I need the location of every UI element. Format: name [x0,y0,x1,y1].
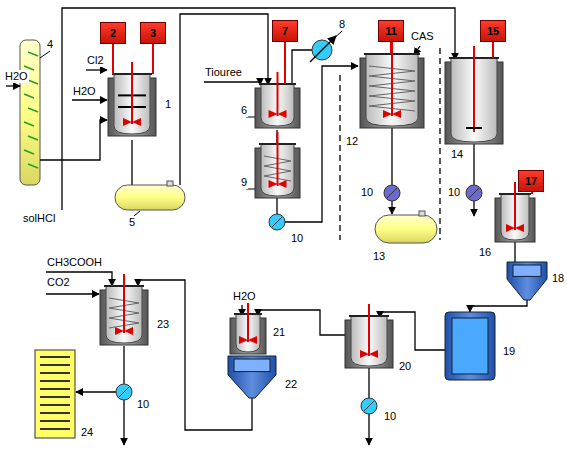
pipe-line [470,300,527,312]
callout-number: 23 [156,318,170,331]
storage-tank [375,211,437,243]
storage-tank [115,181,185,210]
pump-symbol [384,185,400,201]
stream-label: H2O [4,70,29,83]
callout-number: 21 [272,326,286,339]
callout-number: 19 [502,345,516,358]
callout-number: 15 [487,25,499,37]
callout-number: 11 [385,25,397,37]
filter-funnel [507,262,547,300]
receiver-vessel [445,312,495,380]
stream-label: H2O [72,85,97,98]
leader-line [40,51,50,58]
pipe-line [391,201,392,214]
pipe-line [62,8,455,210]
feed-hopper: 2 [100,22,126,44]
absorption-column [20,40,40,185]
stream-label: H2O [232,290,257,303]
reactor-vessel [255,72,300,128]
pipe-line [368,368,369,398]
pipe-line [473,144,474,185]
callout-number: 3 [150,27,156,39]
stream-label: Cl2 [86,54,105,67]
pump-symbol [116,384,132,400]
callout-number: 16 [478,246,492,259]
pipe-line [76,391,116,392]
stream-label: solHCl [22,212,56,225]
pump-symbol [269,214,285,230]
callout-number: 20 [398,360,412,373]
reactor-vessel [255,132,300,198]
callout-number: 5 [128,216,136,229]
pipe-line [6,85,20,86]
callout-number: 18 [551,272,565,285]
callout-number: 6 [240,104,248,117]
reactor-vessel [230,302,266,354]
callout-number: 1 [164,98,172,111]
feed-hopper: 7 [272,20,298,42]
filter-funnel [228,356,276,398]
pipe-line [46,293,99,294]
pipe-line [131,140,132,185]
feed-spout [112,42,114,74]
callout-number: 10 [447,186,461,199]
stream-label: CAS [410,30,435,43]
pipe-line [204,82,260,85]
feed-hopper: 11 [378,20,404,42]
feed-spout [390,40,392,54]
feed-spout [492,40,494,58]
pipe-line [72,99,107,100]
callout-number: 10 [360,186,374,199]
callout-number: 7 [282,25,288,37]
callout-number: 24 [80,426,94,439]
feed-hopper: 15 [480,20,506,42]
pipe-line [86,69,107,70]
reactor-vessel [445,46,503,144]
feed-spout [284,40,286,84]
pipe-line [473,201,474,216]
callout-number: 12 [345,135,359,148]
reactor-vessel [100,274,148,345]
condenser-symbol [310,36,336,62]
feed-hopper: 3 [140,22,166,44]
pipe-line [439,48,440,240]
pipe-line [123,346,124,384]
callout-number: 10 [136,398,150,411]
callout-number: 14 [450,148,464,161]
pipe-line [339,75,340,240]
pipe-line [276,198,277,214]
stream-label: CH3COOH [46,256,103,269]
pipe-line [514,242,515,262]
callout-number: 22 [284,378,298,391]
reactor-vessel [108,62,156,136]
reactor-vessel [360,42,424,128]
reactor-vessel [345,304,393,368]
callout-number: 8 [338,18,346,31]
stream-label: CO2 [46,276,71,289]
pipe-line [368,414,369,445]
callout-number: 10 [383,410,397,423]
pipe-line [123,400,124,445]
callout-number: 4 [46,38,54,51]
pipe-line [391,128,392,185]
pump-symbol [361,398,377,414]
feed-spout [152,42,154,74]
stream-label: Tiouree [204,66,243,79]
callout-number: 2 [110,27,116,39]
callout-number: 13 [372,250,386,263]
callout-number: 17 [525,175,537,187]
pipe-line [292,50,312,84]
pump-symbol [466,185,482,201]
feed-hopper: 17 [518,170,544,192]
pipe-line [40,120,107,160]
callout-number: 9 [240,176,248,189]
callout-number: 10 [290,232,304,245]
dryer-cabinet [35,350,75,438]
